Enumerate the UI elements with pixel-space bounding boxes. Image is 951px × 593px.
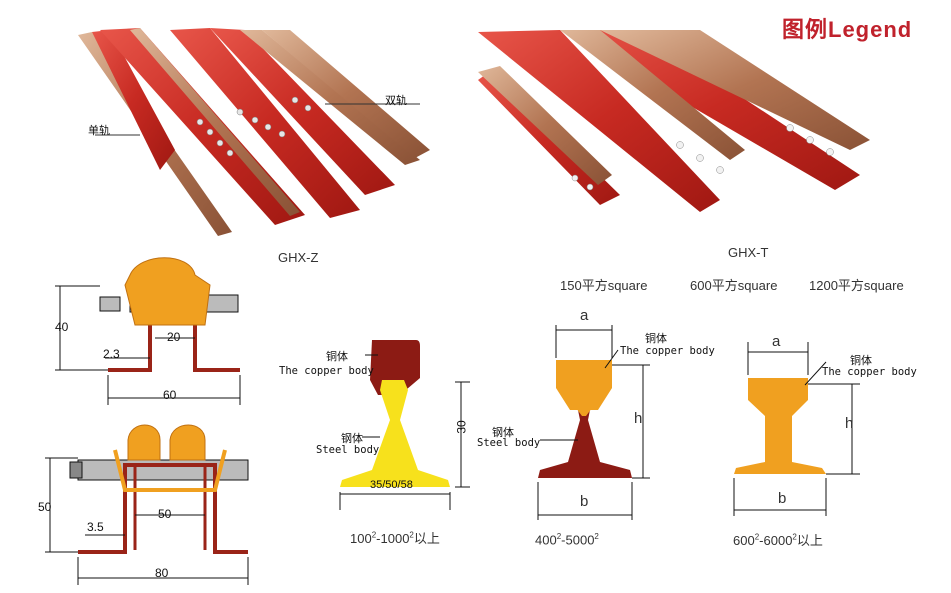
dim-50-vertical: 50 xyxy=(38,500,52,514)
profile-1-range: 1002-10002以上 xyxy=(350,530,440,546)
size-150-label: 150平方square xyxy=(560,278,648,293)
profile-1-copper-en: The copper body xyxy=(279,365,374,377)
dim-60: 60 xyxy=(163,388,177,402)
dim-80: 80 xyxy=(155,566,169,580)
profile-2-steel-en: Steel body xyxy=(477,437,541,449)
profile-1-steel-en: Steel body xyxy=(316,444,380,456)
profile-3-copper-en: The copper body xyxy=(822,366,917,378)
double-rail-label: 双轨 xyxy=(385,94,407,107)
profile-3-a: a xyxy=(772,333,781,350)
profile-1-base: 35/50/58 xyxy=(370,479,413,491)
ghx-z-caption: GHX-Z xyxy=(278,250,319,265)
profile-2-range: 4002-50002 xyxy=(535,532,599,548)
dim-50: 50 xyxy=(158,507,172,521)
dim-40: 40 xyxy=(55,320,69,334)
size-600-label: 600平方square xyxy=(690,278,778,293)
single-rail-label: 单轨 xyxy=(88,124,110,137)
profile-3-h: h xyxy=(845,415,854,432)
profile-3-b: b xyxy=(778,490,787,507)
profile-3-copper-cn: 铜体 xyxy=(850,354,872,367)
size-1200-label: 1200平方square xyxy=(809,278,904,293)
ghx-t-caption: GHX-T xyxy=(728,245,769,260)
legend-title: 图例Legend xyxy=(782,17,913,42)
profile-1-copper-cn: 铜体 xyxy=(326,350,348,363)
profile-1-steel-cn: 钢体 xyxy=(341,432,363,445)
profile-2-copper-en: The copper body xyxy=(620,345,715,357)
dim-2-3: 2.3 xyxy=(103,347,120,361)
dim-20: 20 xyxy=(167,330,181,344)
profile-2-copper-cn: 铜体 xyxy=(645,332,667,345)
dim-3-5: 3.5 xyxy=(87,520,104,534)
profile-3-range: 6002-60002以上 xyxy=(733,532,823,548)
profile-2-a: a xyxy=(580,307,589,324)
profile-2-steel-cn: 钢体 xyxy=(492,426,514,439)
profile-2-b: b xyxy=(580,493,589,510)
profile-2-h: h xyxy=(634,410,643,427)
